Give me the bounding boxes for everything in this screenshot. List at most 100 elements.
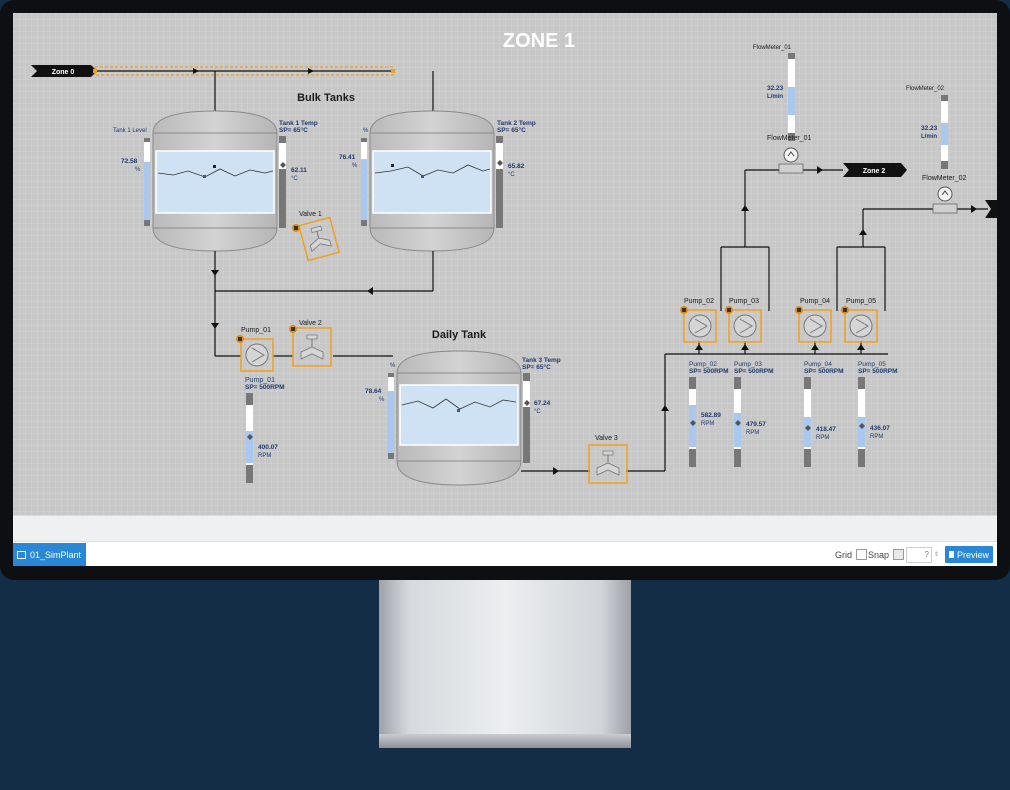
zone0-tag[interactable]: Zone 0	[31, 65, 97, 77]
tab-label: 01_SimPlant	[30, 550, 82, 560]
tank-3-temp-value: 67.24	[534, 400, 551, 407]
valve-1-label: Valve 1	[299, 211, 322, 218]
monitor-bezel: ZONE 1 Zone 0 Bulk Tanks	[0, 0, 1010, 580]
pump-03-speed-gauge	[734, 377, 741, 467]
flowmeter-02[interactable]	[932, 186, 958, 214]
pump-04-speed-gauge	[804, 377, 811, 467]
grid-size-input[interactable]: ?	[906, 546, 932, 563]
tank-1[interactable]	[152, 110, 278, 252]
pump-04[interactable]	[798, 309, 832, 343]
valve-3[interactable]	[588, 444, 628, 484]
monitor-stand	[379, 580, 631, 748]
tank-3-level-value: 78.64	[365, 388, 382, 395]
flowmeter-02-value: 32.23	[921, 125, 938, 132]
preview-button[interactable]: Preview	[945, 546, 993, 563]
pump-05-unit: RPM	[870, 434, 883, 440]
tank-2[interactable]	[369, 110, 495, 252]
valve-2-label: Valve 2	[299, 320, 322, 327]
tank-1-temp-unit: °C	[291, 176, 298, 182]
pump-04-unit: RPM	[816, 435, 829, 441]
pump-01-lock-icon	[236, 335, 244, 343]
pump-05-value: 436.07	[870, 425, 890, 432]
pump-01-speed-gauge	[246, 393, 253, 483]
pump-05-tag: Pump_05	[858, 361, 886, 368]
pump-04-name: Pump_04	[800, 298, 830, 305]
tank-3-temp-gauge	[523, 373, 530, 463]
flowmeter-01-value: 32.23	[767, 85, 784, 92]
svg-text:Zone 2: Zone 2	[863, 168, 886, 175]
valve-1[interactable]	[297, 216, 341, 262]
grid-label: Grid	[835, 549, 853, 560]
tank-3-sp-label: SP= 65°C	[522, 363, 551, 371]
valve-2[interactable]	[292, 327, 332, 367]
tank-2-temp-label: Tank 2 Temp	[497, 120, 536, 127]
snap-label: Snap	[868, 549, 890, 560]
pump-03-tag: Pump_03	[734, 361, 762, 368]
flowmeter-01-gauge	[788, 53, 795, 141]
pump-03[interactable]	[728, 309, 762, 343]
zone-title: ZONE 1	[503, 30, 575, 52]
pump-05[interactable]	[844, 309, 878, 343]
tank-2-sp-label: SP= 65°C	[497, 126, 526, 134]
flowmeter-02-gauge	[941, 95, 948, 169]
canvas-scroll-strip	[13, 515, 997, 542]
flowmeter-01[interactable]	[778, 147, 804, 174]
tank-3-temp-label: Tank 3 Temp	[522, 357, 561, 364]
tank-1-level-label: Tank 1 Level	[113, 128, 147, 134]
pump-02-value: 582.89	[701, 412, 721, 419]
tank-1-temp-gauge	[279, 136, 286, 228]
pump-01-name: Pump_01	[241, 327, 271, 334]
valve-2-lock-icon	[289, 325, 297, 333]
pump-05-name: Pump_05	[846, 298, 876, 305]
tank-1-level-gauge	[144, 138, 150, 226]
pump-02-sp: SP= 500RPM	[689, 368, 729, 375]
tank-1-temp-value: 62.11	[291, 167, 307, 174]
pump-05-lock-icon	[841, 306, 849, 314]
flowmeter-02-gauge-name: FlowMeter_02	[906, 86, 945, 92]
pump-01-value: 400.07	[258, 444, 278, 451]
screen: ZONE 1 Zone 0 Bulk Tanks	[13, 13, 997, 566]
preview-label: Preview	[956, 549, 989, 560]
bottom-toolbar: 01_SimPlant Grid Snap ? ⇕ Preview	[13, 541, 997, 566]
snap-checkbox[interactable]	[893, 549, 905, 560]
flowmeter-01-unit: L/min	[767, 94, 783, 100]
tank-1-sp-label: SP= 65°C	[279, 126, 308, 134]
pump-02-tag: Pump_02	[689, 361, 717, 368]
grid-checkbox[interactable]	[856, 549, 868, 560]
pump-03-name: Pump_03	[729, 298, 759, 305]
pump-04-tag: Pump_04	[804, 361, 832, 368]
zone0-pipe-selected[interactable]	[93, 66, 395, 76]
hmi-canvas[interactable]: ZONE 1 Zone 0 Bulk Tanks	[13, 13, 997, 515]
tank-3-level-label: %	[390, 363, 396, 369]
valve-3-label: Valve 3	[595, 435, 618, 442]
pump-02[interactable]	[683, 309, 717, 343]
grid-size-control: ? ⇕	[906, 542, 939, 566]
pump-05-sp: SP= 500RPM	[858, 368, 898, 375]
tank-1-level-unit: %	[135, 167, 141, 173]
pump-01[interactable]	[240, 338, 274, 372]
pump-02-speed-gauge	[689, 377, 696, 467]
tank-3-level-gauge	[388, 373, 394, 459]
tank-2-temp-value: 65.82	[508, 163, 525, 170]
tank-3[interactable]	[396, 350, 522, 486]
pump-04-lock-icon	[795, 306, 803, 314]
pump-04-value: 418.47	[816, 426, 836, 433]
stepper-icon[interactable]: ⇕	[934, 552, 940, 558]
snap-control: Snap	[868, 542, 905, 566]
svg-text:Zone 0: Zone 0	[52, 69, 75, 76]
tank-2-level-value: 76.41	[339, 154, 356, 161]
daily-tank-title: Daily Tank	[432, 329, 487, 341]
zone2-tag[interactable]: Zone 2	[843, 163, 907, 177]
pump-02-unit: RPM	[701, 421, 714, 427]
pump-01-sp: SP= 500RPM	[245, 384, 285, 391]
pump-05-speed-gauge	[858, 377, 865, 467]
tank-2-temp-unit: °C	[508, 172, 515, 178]
tank-2-level-unit: %	[352, 163, 358, 169]
grid-control: Grid	[835, 542, 868, 566]
tab-01-simplant[interactable]: 01_SimPlant	[13, 543, 86, 566]
pump-03-value: 479.57	[746, 421, 766, 428]
flowmeter-01-gauge-name: FlowMeter_01	[753, 45, 792, 51]
pump-03-unit: RPM	[746, 430, 759, 436]
tank-1-temp-label: Tank 1 Temp	[279, 120, 318, 127]
valve-1-lock-icon	[292, 224, 300, 232]
